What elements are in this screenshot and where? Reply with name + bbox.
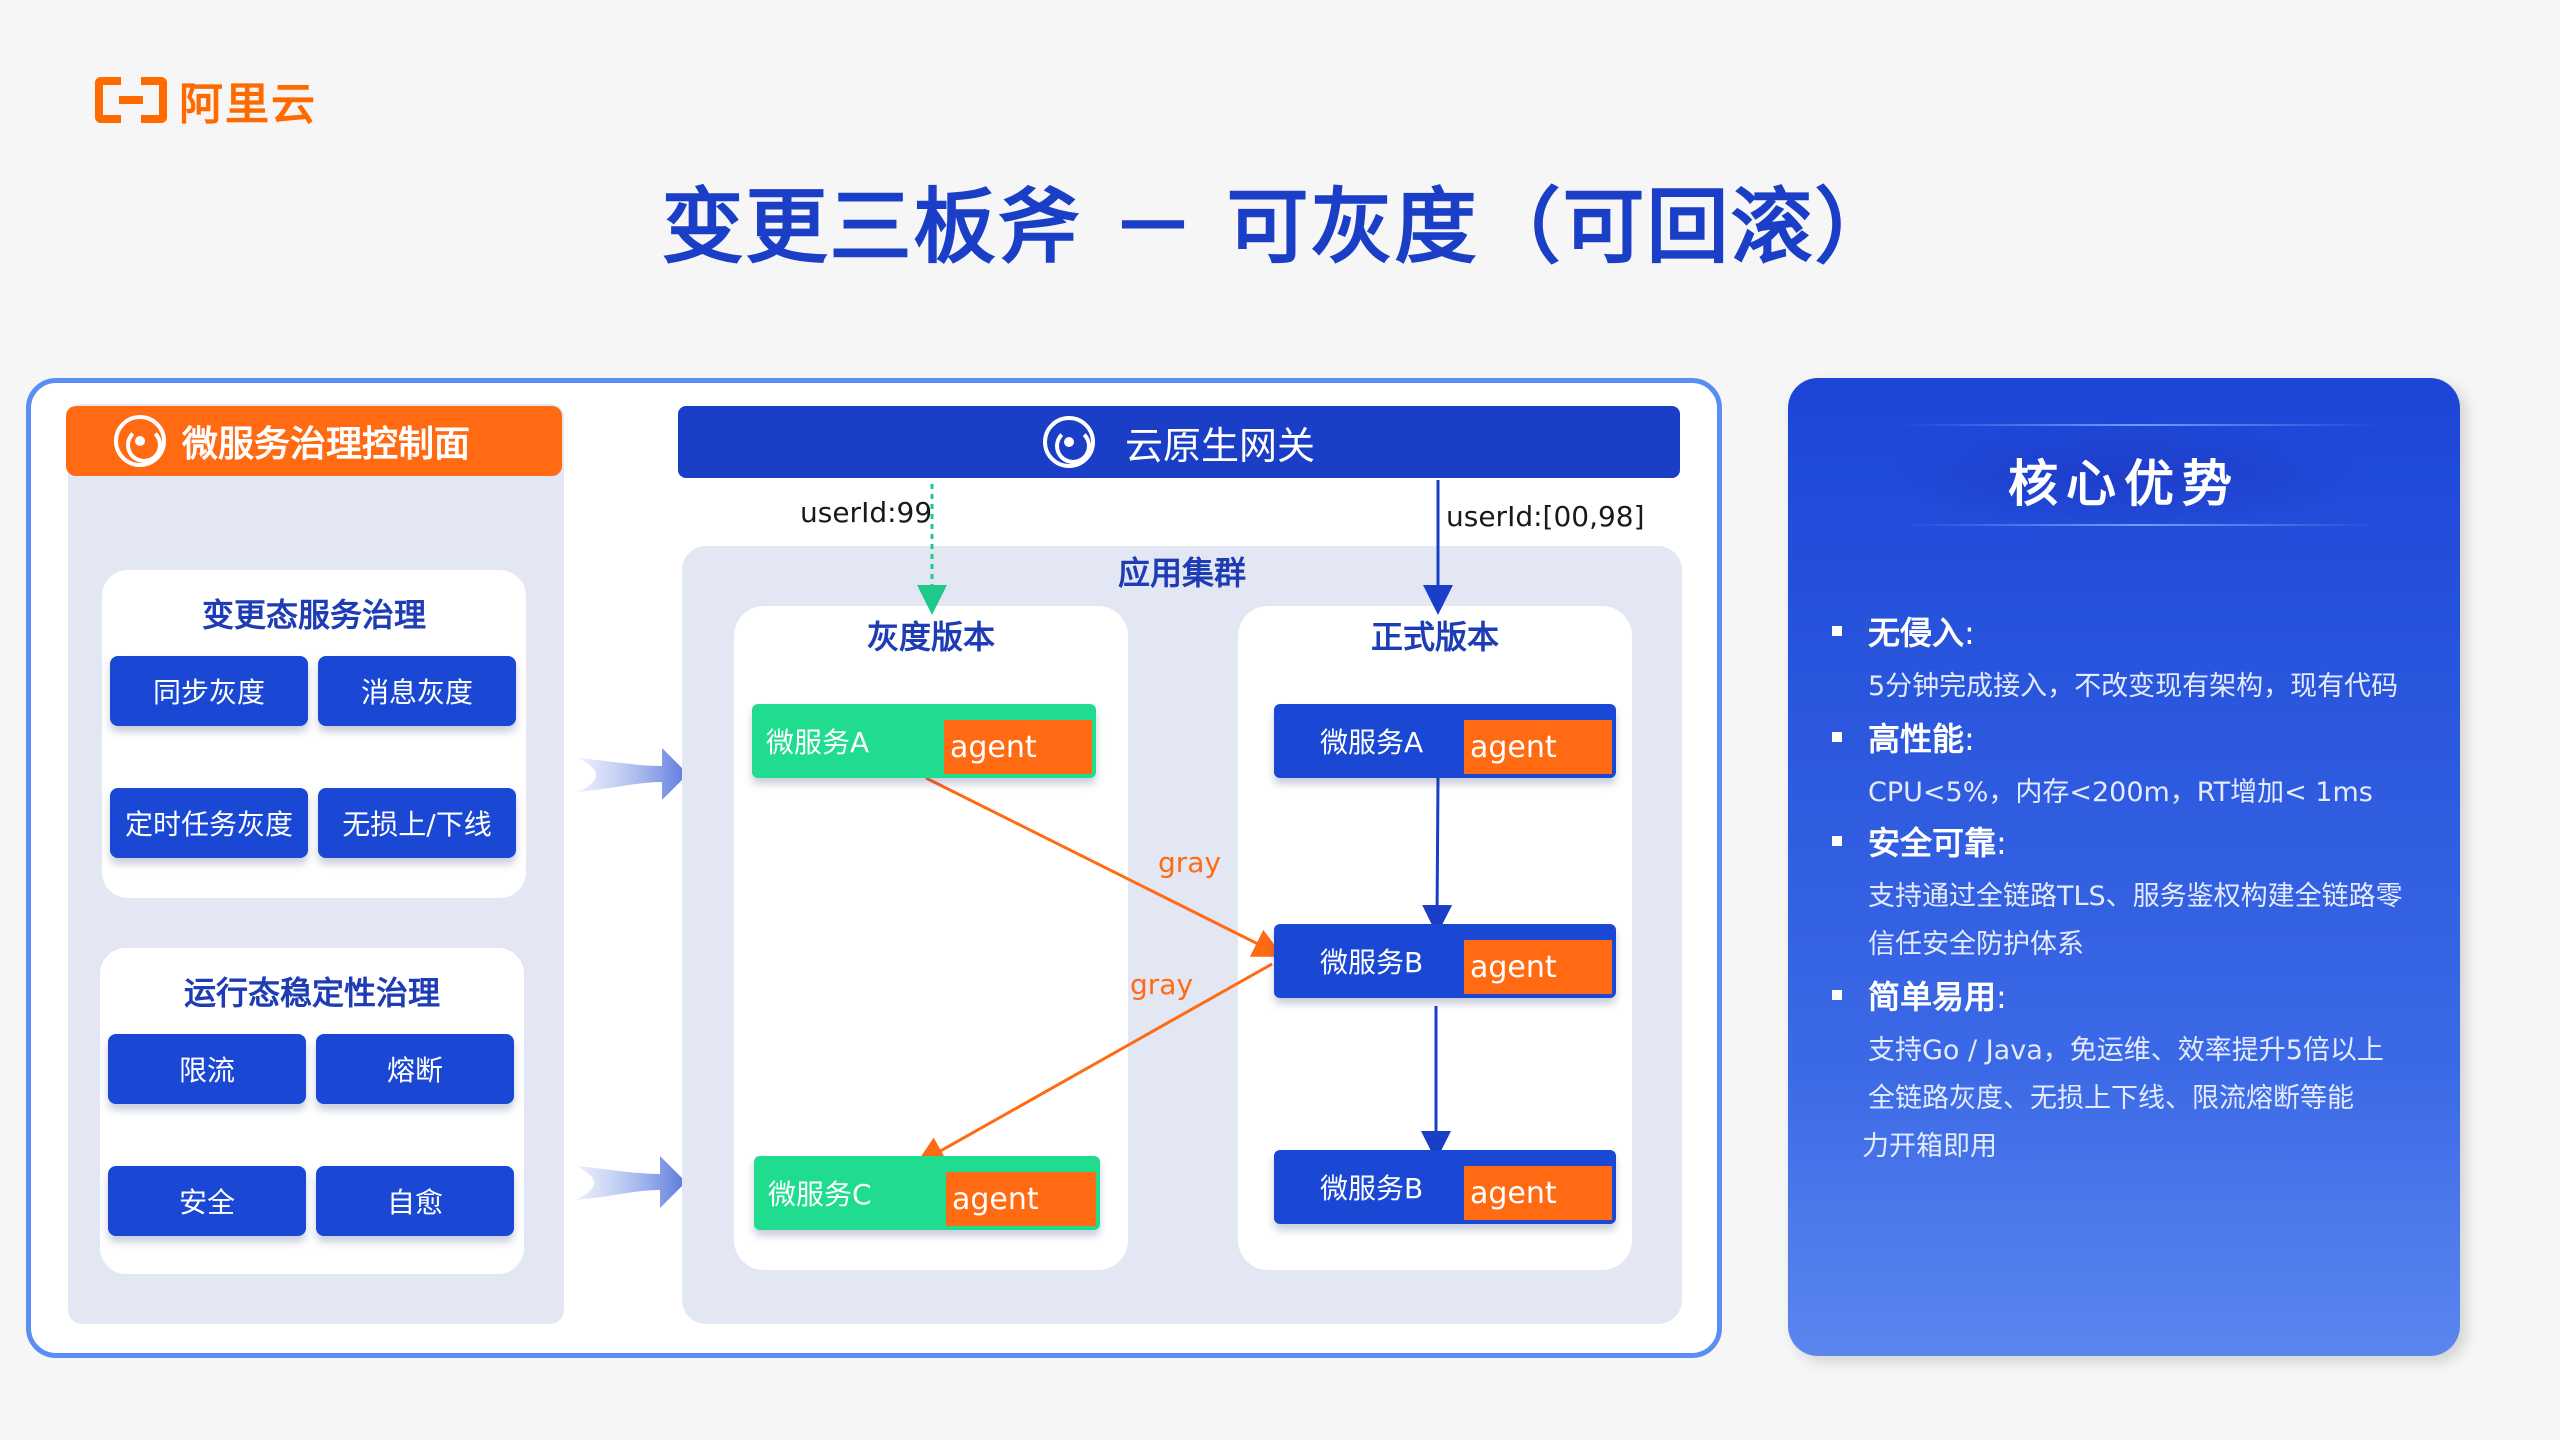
advantage-text: CPU<5%，内存<200m，RT增加< 1ms xyxy=(1868,777,2373,808)
gray-a-to-b-line xyxy=(925,776,1284,957)
title-glow xyxy=(1880,420,2370,530)
gray-version-title: 灰度版本 xyxy=(866,618,995,656)
gateway-title: 云原生网关 xyxy=(1124,423,1315,468)
advantage-text: 5分钟完成接入，不改变现有架构，现有代码 xyxy=(1868,671,2399,702)
change-governance-card: 变更态服务治理 同步灰度 消息灰度 定时任务灰度 无损上/下线 xyxy=(102,570,526,898)
change-governance-title: 变更态服务治理 xyxy=(201,596,426,634)
service-name: 微服务A xyxy=(766,726,870,759)
advantage-heading: 无侵入: xyxy=(1868,614,1975,652)
advantage-text: 信任安全防护体系 xyxy=(1868,929,2084,960)
agent-badge: agent xyxy=(1464,1166,1612,1220)
flow-arrow-icon xyxy=(578,748,688,800)
aliyun-logo: 阿里云 xyxy=(95,70,317,130)
aliyun-logo-icon xyxy=(95,77,167,123)
gray-edge-label: gray xyxy=(1158,846,1222,879)
flow-arrow-icon xyxy=(576,1156,686,1208)
bullet-icon xyxy=(1832,990,1842,1000)
stable-version-title: 正式版本 xyxy=(1370,618,1499,656)
app-cluster-title: 应用集群 xyxy=(1117,554,1246,592)
bullet-icon xyxy=(1832,732,1842,742)
title-divider xyxy=(1900,524,2380,526)
core-advantages-title: 核心优势 xyxy=(2008,455,2240,513)
stable-service-b[interactable]: 微服务B agent xyxy=(1274,924,1616,998)
logo-text: 阿里云 xyxy=(179,79,317,130)
cloud-native-gateway: 云原生网关 xyxy=(678,406,1680,478)
swirl-icon xyxy=(1042,416,1095,468)
service-name: 微服务C xyxy=(768,1178,872,1211)
a-to-b-line xyxy=(1422,777,1453,935)
message-gray-button[interactable]: 消息灰度 xyxy=(318,656,516,726)
b-to-gray-c-line xyxy=(914,962,1273,1166)
gray-edge-label: gray xyxy=(1130,968,1194,1001)
gray-service-a[interactable]: 微服务A agent xyxy=(752,704,1096,778)
agent-badge: agent xyxy=(1464,720,1612,774)
advantage-heading: 简单易用: xyxy=(1868,978,2007,1016)
stable-route-label: userId:[00,98] xyxy=(1446,500,1645,533)
lossless-online-offline-button[interactable]: 无损上/下线 xyxy=(318,788,516,858)
security-button[interactable]: 安全 xyxy=(108,1166,306,1236)
agent-badge: agent xyxy=(944,720,1092,774)
rate-limit-button[interactable]: 限流 xyxy=(108,1034,306,1104)
advantage-heading: 高性能: xyxy=(1868,720,1975,758)
agent-badge: agent xyxy=(946,1172,1096,1226)
advantage-text: 支持通过全链路TLS、服务鉴权构建全链路零 xyxy=(1868,881,2403,912)
core-advantages-panel xyxy=(1788,378,2460,1356)
agent-badge: agent xyxy=(1464,940,1612,994)
bullet-icon xyxy=(1832,626,1842,636)
control-plane-title: 微服务治理控制面 xyxy=(182,424,471,465)
page-title: 变更三板斧 － 可灰度（可回滚） xyxy=(661,180,1899,275)
stable-service-b-2[interactable]: 微服务B agent xyxy=(1274,1150,1616,1224)
service-name: 微服务A xyxy=(1320,726,1424,759)
title-divider xyxy=(1900,424,2380,426)
advantage-text: 支持Go / Java，免运维、效率提升5倍以上 xyxy=(1868,1035,2384,1066)
service-name: 微服务B xyxy=(1320,1172,1424,1205)
bullet-icon xyxy=(1832,836,1842,846)
advantage-heading: 安全可靠: xyxy=(1868,824,2007,862)
stable-service-a[interactable]: 微服务A agent xyxy=(1274,704,1616,778)
control-plane-header: 微服务治理控制面 xyxy=(66,406,562,476)
gray-service-c[interactable]: 微服务C agent xyxy=(754,1156,1100,1230)
swirl-icon xyxy=(114,415,166,467)
advantage-text: 全链路灰度、无损上下线、限流熔断等能 xyxy=(1868,1083,2354,1114)
scheduled-task-gray-button[interactable]: 定时任务灰度 xyxy=(110,788,308,858)
service-name: 微服务B xyxy=(1320,946,1424,979)
runtime-governance-card: 运行态稳定性治理 限流 熔断 安全 自愈 xyxy=(100,948,524,1274)
circuit-break-button[interactable]: 熔断 xyxy=(316,1034,514,1104)
self-healing-button[interactable]: 自愈 xyxy=(316,1166,514,1236)
advantage-text: 力开箱即用 xyxy=(1862,1131,1997,1162)
gray-route-label: userId:99 xyxy=(800,496,933,529)
sync-gray-button[interactable]: 同步灰度 xyxy=(110,656,308,726)
runtime-governance-title: 运行态稳定性治理 xyxy=(183,974,440,1012)
